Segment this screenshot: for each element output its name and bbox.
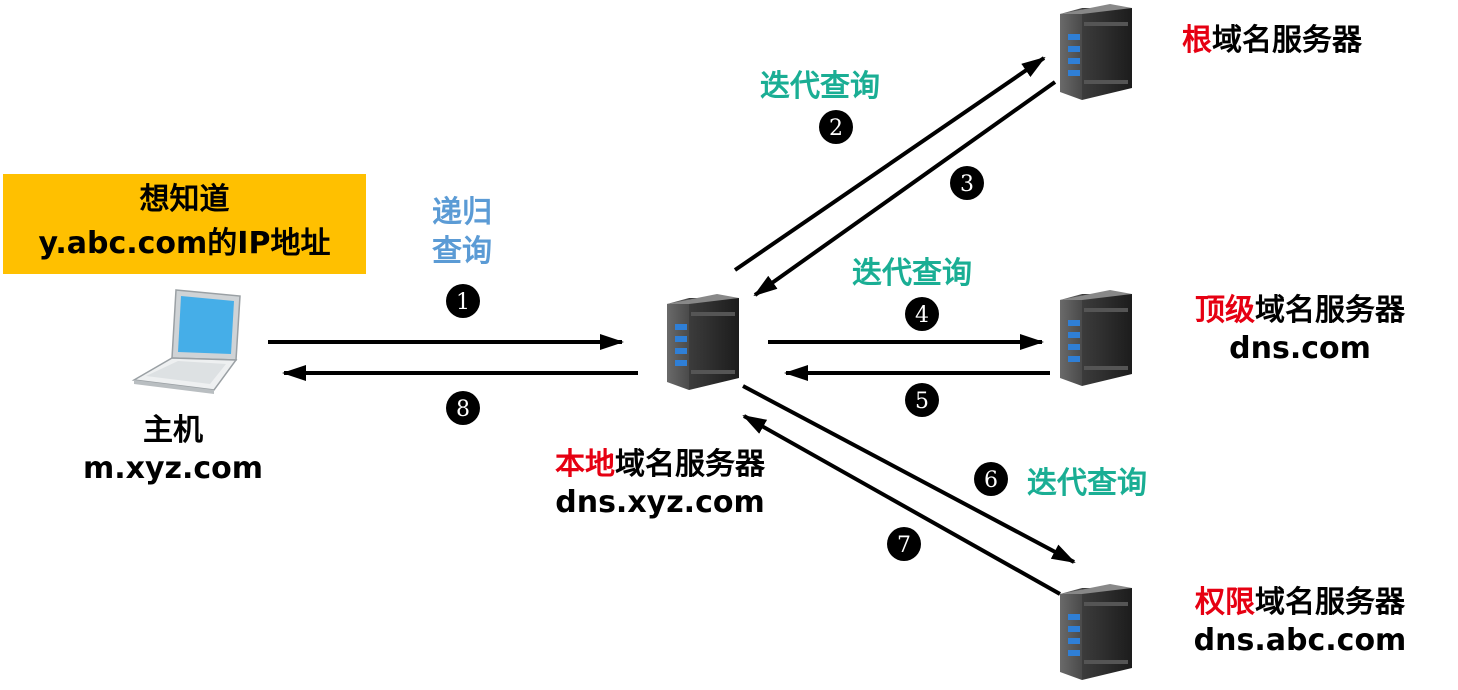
tld-server-suffix: 域名服务器 [1255, 293, 1405, 328]
root-server-suffix: 域名服务器 [1212, 23, 1362, 58]
arrow-step-6 [742, 384, 1076, 564]
svg-text:3: 3 [960, 172, 974, 197]
step-badge-6: 6 [974, 462, 1008, 496]
note-line-2: y.abc.com的IP地址 [38, 226, 331, 261]
svg-text:7: 7 [897, 533, 911, 558]
iterative-query-label-auth: 迭代查询 [1027, 466, 1147, 501]
auth-server-label: 权限域名服务器 dns.abc.com [1160, 584, 1440, 659]
recursive-query-line-2: 查询 [432, 234, 492, 269]
step-badge-2: 2 [819, 110, 853, 144]
auth-server-suffix: 域名服务器 [1255, 585, 1405, 620]
auth-server-icon [1060, 584, 1132, 680]
iterative-query-label-root: 迭代查询 [760, 69, 880, 104]
local-server-highlight: 本地 [555, 447, 615, 482]
tld-server-icon [1060, 290, 1132, 386]
root-server-icon [1060, 4, 1132, 100]
step-badge-4: 4 [905, 297, 939, 331]
svg-text:5: 5 [915, 389, 929, 414]
root-server-highlight: 根 [1182, 23, 1212, 58]
laptop-icon [131, 289, 241, 394]
local-server-icon [667, 294, 739, 390]
step-badge-8: 8 [446, 391, 480, 425]
step-badge-5: 5 [905, 383, 939, 417]
root-server-label: 根域名服务器 [1182, 22, 1362, 60]
svg-text:8: 8 [456, 397, 470, 422]
arrow-step-7 [742, 414, 1061, 596]
auth-server-highlight: 权限 [1195, 585, 1255, 620]
note-line-1: 想知道 [139, 182, 230, 217]
step-badge-3: 3 [950, 166, 984, 200]
step-badge-7: 7 [887, 527, 921, 561]
svg-text:2: 2 [829, 116, 843, 141]
svg-text:6: 6 [984, 468, 998, 493]
recursive-query-label: 递归 查询 [412, 193, 512, 271]
arrow-step-2 [733, 56, 1046, 272]
tld-server-domain: dns.com [1229, 330, 1371, 366]
local-server-label: 本地域名服务器 dns.xyz.com [520, 446, 800, 521]
host-domain: m.xyz.com [82, 450, 264, 486]
iterative-query-label-tld: 迭代查询 [852, 256, 972, 291]
recursive-query-line-1: 递归 [432, 195, 492, 230]
local-server-suffix: 域名服务器 [615, 447, 765, 482]
host-name: 主机 [143, 413, 203, 448]
arrow-step-3 [753, 80, 1057, 297]
tld-server-highlight: 顶级 [1195, 293, 1255, 328]
step-badge-1: 1 [446, 284, 480, 318]
local-server-domain: dns.xyz.com [555, 484, 765, 520]
tld-server-label: 顶级域名服务器 dns.com [1160, 292, 1440, 367]
svg-text:4: 4 [915, 303, 929, 328]
host-label: 主机 m.xyz.com [60, 412, 286, 487]
auth-server-domain: dns.abc.com [1193, 622, 1407, 658]
svg-text:1: 1 [456, 290, 470, 315]
query-goal-note: 想知道 y.abc.com的IP地址 [3, 174, 366, 274]
